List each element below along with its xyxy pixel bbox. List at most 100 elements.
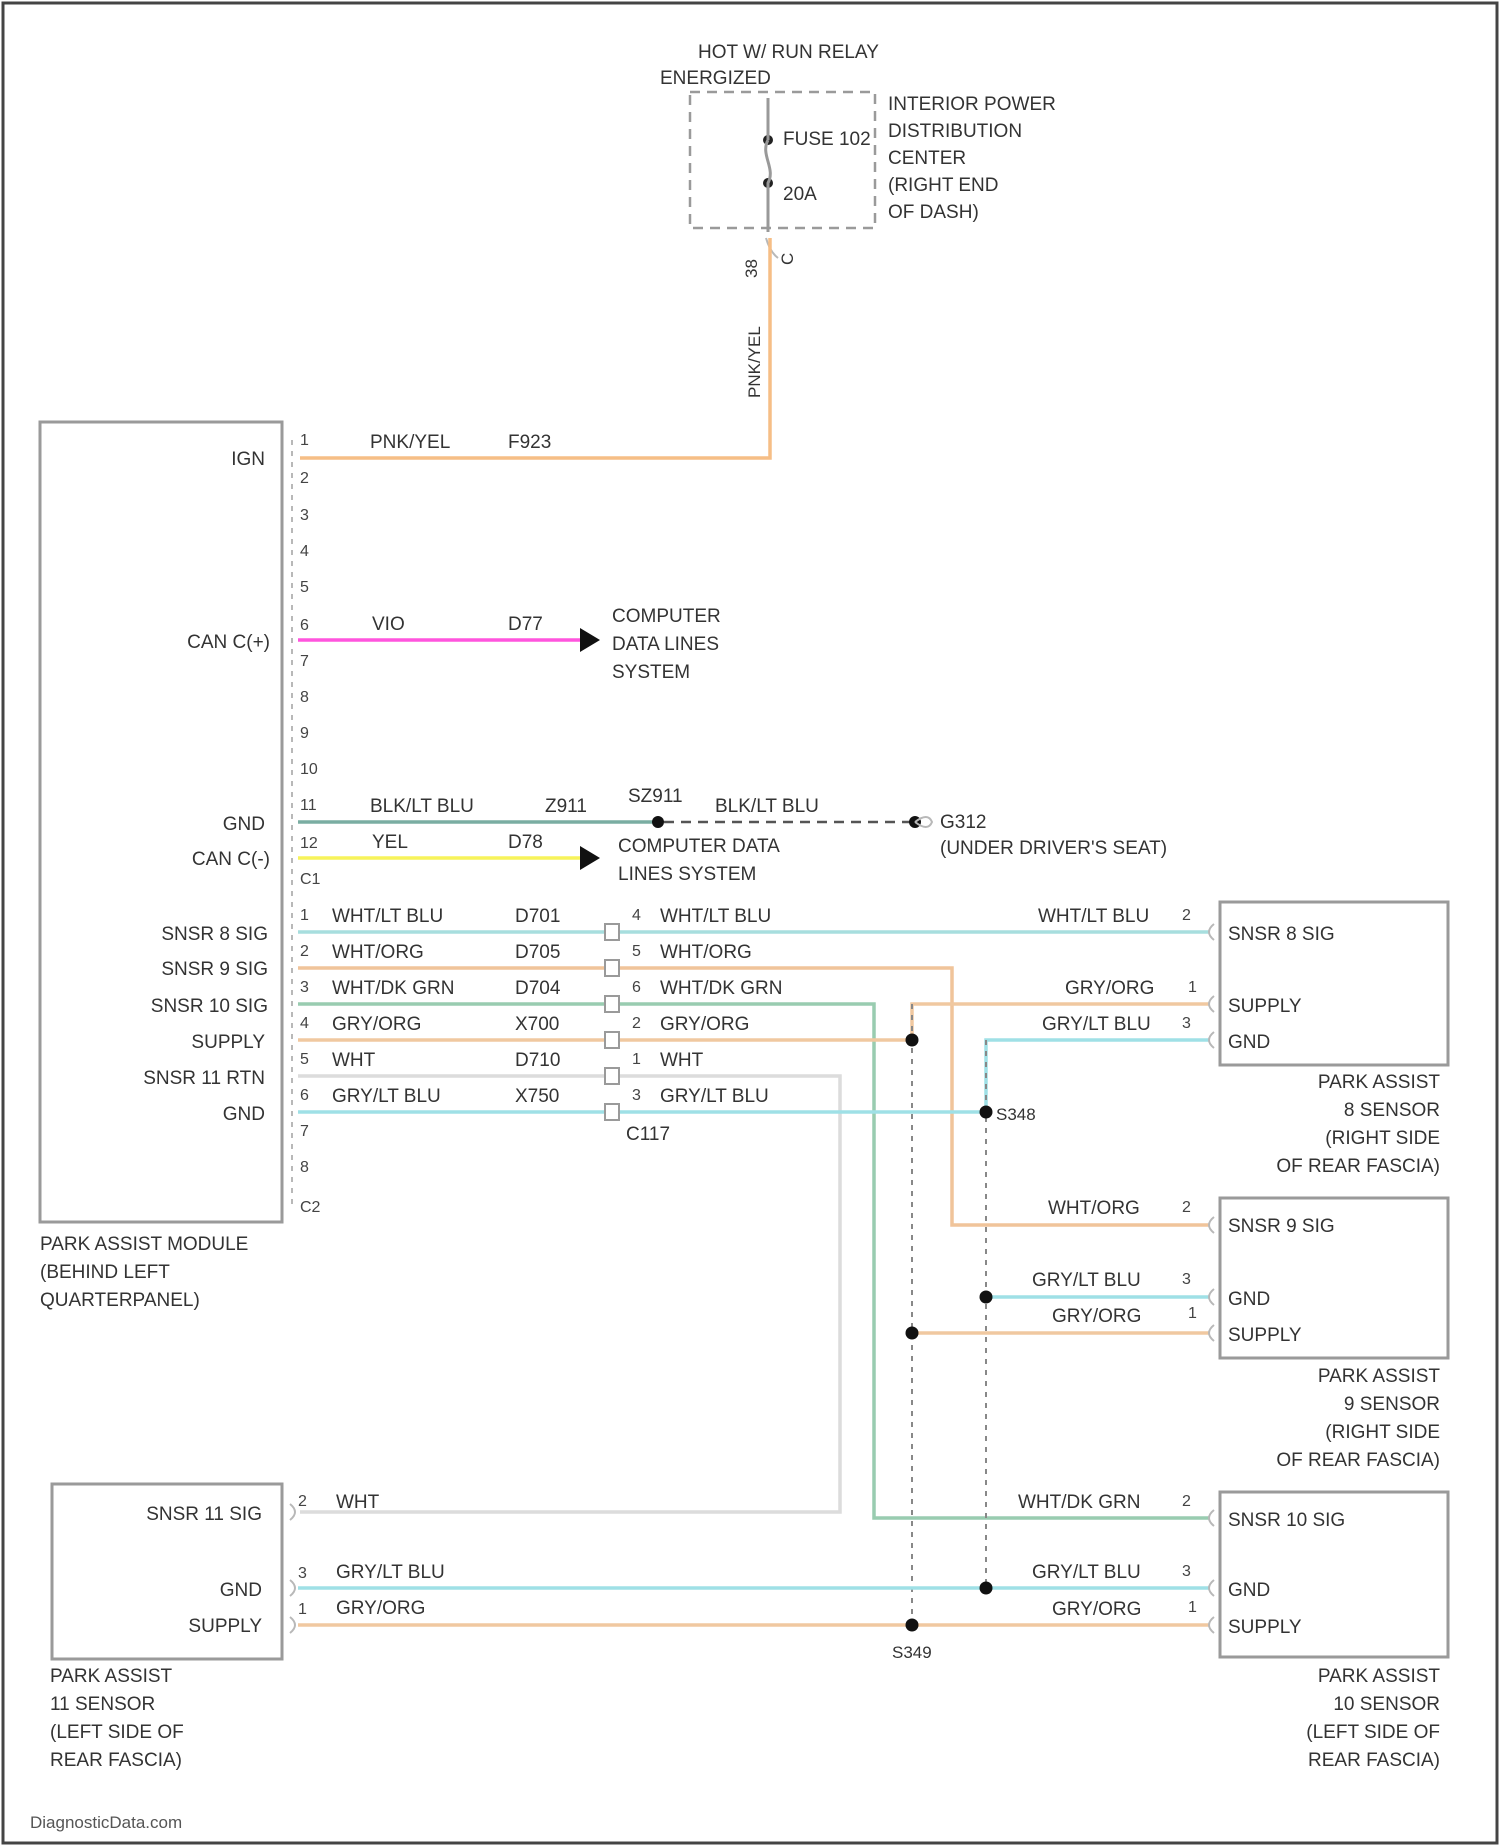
- canm-wire-color: YEL: [372, 832, 408, 853]
- connector-tick: [1209, 1325, 1214, 1341]
- sensor8-gnd: GND: [1228, 1032, 1270, 1053]
- splice-s349-label: S349: [892, 1643, 932, 1662]
- c117-cavity: [605, 996, 619, 1012]
- c1-pin-3: 3: [300, 507, 309, 524]
- c1-pin-2: 2: [300, 470, 309, 487]
- ign-wire-circuit: F923: [508, 432, 551, 453]
- sensor9-supply: SUPPLY: [1228, 1325, 1302, 1346]
- sensor11-supply-pin: 1: [298, 1601, 307, 1618]
- ipdc-line-3: CENTER: [888, 148, 966, 169]
- c2-wire6-circuit: X750: [515, 1086, 559, 1107]
- c117-out2-color: WHT/ORG: [660, 942, 752, 963]
- c1-pin-12: 12: [300, 835, 318, 852]
- canp-wire-circuit: D77: [508, 614, 543, 635]
- connector-tick: [1209, 1617, 1214, 1633]
- c117-out3-color: WHT/DK GRN: [660, 978, 782, 999]
- can-dest2-line2: LINES SYSTEM: [618, 864, 756, 885]
- sensor10-name-4: REAR FASCIA): [1308, 1750, 1440, 1771]
- c2-pin-8: 8: [300, 1159, 309, 1176]
- c117-cavity: [605, 1068, 619, 1084]
- sensor9-supply-pin: 1: [1188, 1305, 1197, 1322]
- module-pin-canp: CAN C(+): [187, 632, 270, 653]
- c1-pin-6: 6: [300, 617, 309, 634]
- sensor9-gnd-pin: 3: [1182, 1271, 1191, 1288]
- wire-snsr10-sig: [620, 1004, 1210, 1518]
- splice-s348-node: [980, 1106, 993, 1119]
- connector-tick: [290, 1504, 295, 1520]
- splice-sz911-label: SZ911: [628, 786, 683, 807]
- ipdc-line-1: INTERIOR POWER: [888, 94, 1056, 115]
- c2-wire1-color: WHT/LT BLU: [332, 906, 443, 927]
- c1-pin-9: 9: [300, 725, 309, 742]
- wire-snsr11-rtn: [300, 1076, 840, 1512]
- module-pin-canm: CAN C(-): [192, 849, 270, 870]
- module-pin-supply: SUPPLY: [191, 1032, 265, 1053]
- ipdc-dashed-box: [690, 92, 875, 228]
- splice-sz911: [652, 816, 664, 828]
- sensor8-sig: SNSR 8 SIG: [1228, 924, 1335, 945]
- sensor11-sig: SNSR 11 SIG: [146, 1504, 262, 1525]
- connector-tick: [1209, 924, 1214, 940]
- c2-pin-1: 1: [300, 907, 309, 924]
- module-pin-snsr8: SNSR 8 SIG: [161, 924, 268, 945]
- c117-out1-color: WHT/LT BLU: [660, 906, 771, 927]
- sensor8-name-1: PARK ASSIST: [1318, 1072, 1441, 1093]
- c2-wire6-color: GRY/LT BLU: [332, 1086, 441, 1107]
- gnd-wire-circuit: Z911: [545, 796, 587, 817]
- connector-tick: [290, 1617, 295, 1633]
- sensor9-name-1: PARK ASSIST: [1318, 1366, 1441, 1387]
- sensor10-supply-wire: GRY/ORG: [1052, 1599, 1141, 1620]
- c117-pin-b: 5: [632, 943, 641, 960]
- sensor9-gnd-wire: GRY/LT BLU: [1032, 1270, 1141, 1291]
- connector-tick: [1209, 1032, 1214, 1048]
- c117-pin-f: 3: [632, 1087, 641, 1104]
- sensor11-sig-wire: WHT: [336, 1492, 380, 1513]
- connector-tick: [1209, 1289, 1214, 1305]
- c2-wire5-color: WHT: [332, 1050, 376, 1071]
- sensor10-gnd-pin: 3: [1182, 1563, 1191, 1580]
- can-dest1-line1: COMPUTER: [612, 606, 721, 627]
- c117-out4-color: GRY/ORG: [660, 1014, 749, 1035]
- ipdc-connector-label: C: [778, 253, 797, 265]
- fuse-symbol: [766, 98, 771, 232]
- c117-pin-e: 1: [632, 1051, 641, 1068]
- ipdc-line-4: (RIGHT END: [888, 175, 998, 196]
- relay-label-1: HOT W/ RUN RELAY: [698, 42, 879, 63]
- sensor11-gnd-pin: 3: [298, 1565, 307, 1582]
- connector-tick: [1209, 1510, 1214, 1526]
- c117-cavity: [605, 1032, 619, 1048]
- sensor9-supply-wire: GRY/ORG: [1052, 1306, 1141, 1327]
- sensor11-sig-pin: 2: [298, 1493, 307, 1510]
- sensor9-sig: SNSR 9 SIG: [1228, 1216, 1335, 1237]
- can-dest2-line1: COMPUTER DATA: [618, 836, 780, 857]
- connector-tick: [290, 1580, 295, 1596]
- sensor11-gnd: GND: [220, 1580, 262, 1601]
- module-name-3: QUARTERPANEL): [40, 1290, 200, 1311]
- c2-pin-2: 2: [300, 943, 309, 960]
- c117-label: C117: [626, 1124, 670, 1145]
- module-name-1: PARK ASSIST MODULE: [40, 1234, 248, 1255]
- ipdc-line-2: DISTRIBUTION: [888, 121, 1022, 142]
- c117-pin-c: 6: [632, 979, 641, 996]
- splice-s349-node: [906, 1327, 919, 1340]
- sensor10-gnd: GND: [1228, 1580, 1270, 1601]
- c1-pin-5: 5: [300, 579, 309, 596]
- c2-wire2-color: WHT/ORG: [332, 942, 424, 963]
- c2-pin-6: 6: [300, 1087, 309, 1104]
- sensor11-name-3: (LEFT SIDE OF: [50, 1722, 184, 1743]
- c2-wire2-circuit: D705: [515, 942, 560, 963]
- c2-wire4-color: GRY/ORG: [332, 1014, 421, 1035]
- sensor8-gnd-wire: GRY/LT BLU: [1042, 1014, 1151, 1035]
- c2-label: C2: [300, 1199, 321, 1216]
- c2-wire1-circuit: D701: [515, 906, 560, 927]
- c2-wire3-color: WHT/DK GRN: [332, 978, 454, 999]
- c1-pin-11: 11: [300, 797, 317, 814]
- sensor11-name-4: REAR FASCIA): [50, 1750, 182, 1771]
- splice-s349-node: [906, 1619, 919, 1632]
- sensor10-sig: SNSR 10 SIG: [1228, 1510, 1345, 1531]
- sensor9-name-3: (RIGHT SIDE: [1325, 1422, 1440, 1443]
- c117-pin-d: 2: [632, 1015, 641, 1032]
- c2-pin-7: 7: [300, 1123, 309, 1140]
- relay-label-2: ENERGIZED: [660, 68, 771, 89]
- ground-g312-label: G312: [940, 812, 986, 833]
